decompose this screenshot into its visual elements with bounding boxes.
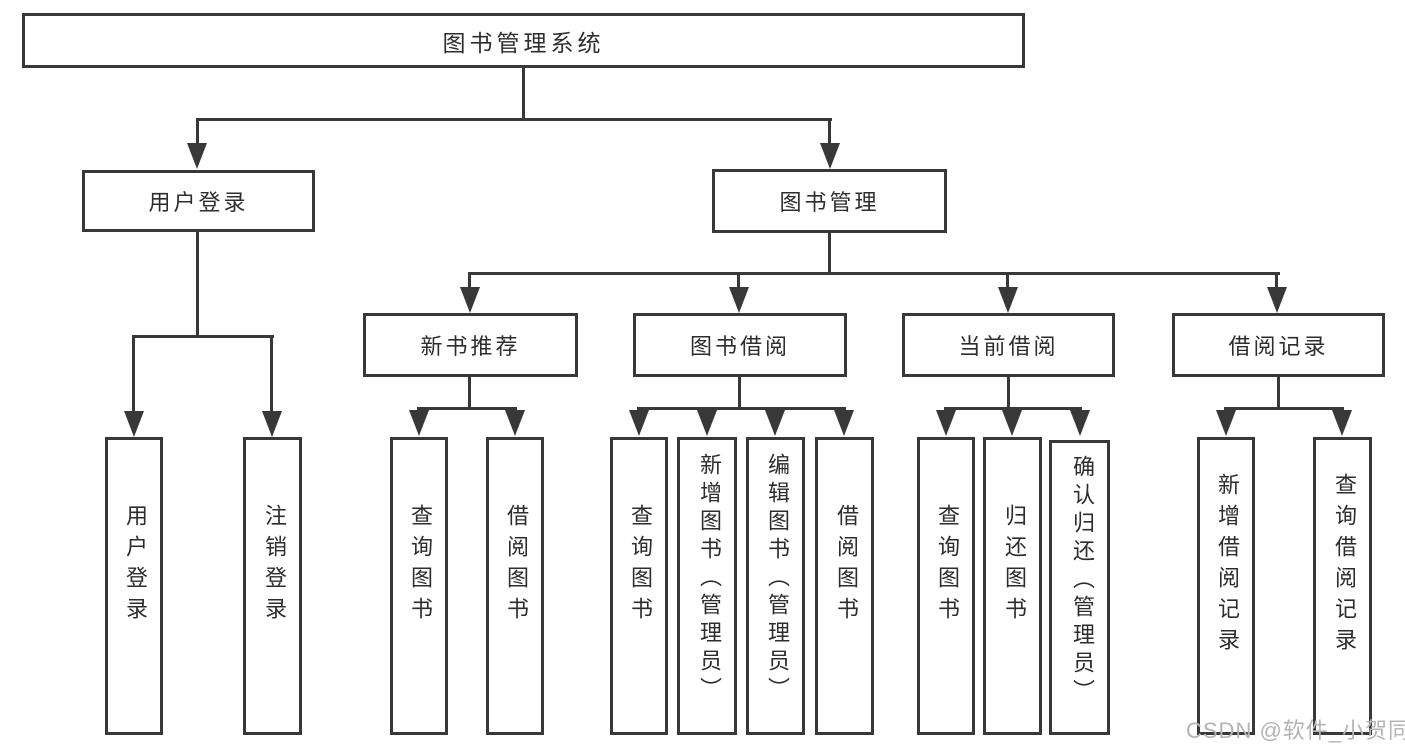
node-user-login: 用户登录 bbox=[82, 170, 315, 232]
node-label: 借阅记录 bbox=[1228, 334, 1329, 359]
arrowhead bbox=[409, 410, 429, 436]
arrowhead bbox=[505, 410, 525, 436]
edge-to-book-management bbox=[828, 121, 831, 143]
edge-root-rail bbox=[196, 118, 832, 121]
edge-current-borrowing-rail bbox=[944, 407, 1082, 410]
node-book-management: 图书管理 bbox=[712, 169, 947, 233]
node-book-borrowing: 图书借阅 bbox=[633, 313, 847, 377]
node-label: 图书管理 bbox=[779, 190, 880, 215]
edge-to-book-borrowing bbox=[737, 275, 740, 287]
node-add-borrow-record: 新增借阅记录 bbox=[1197, 437, 1255, 735]
arrowhead bbox=[1267, 287, 1287, 313]
edge-user-login-rail bbox=[132, 335, 274, 338]
edge-new-book-rail bbox=[417, 407, 517, 410]
edge-book-borrowing-stem bbox=[738, 377, 741, 407]
edge-to-new-book-recommendation bbox=[468, 275, 471, 287]
node-confirm-return-admin: 确认归还（管理员） bbox=[1049, 440, 1110, 735]
arrowhead bbox=[1002, 410, 1022, 436]
edge-book-management-stem bbox=[828, 233, 831, 272]
node-borrowing-records: 借阅记录 bbox=[1172, 313, 1385, 377]
node-label: 当前借阅 bbox=[958, 334, 1059, 359]
watermark: CSDN @软件_小贺同学 bbox=[1186, 718, 1405, 743]
node-return-books: 归还图书 bbox=[983, 437, 1042, 735]
arrowhead bbox=[187, 143, 207, 169]
node-label: 用户登录 bbox=[148, 190, 249, 215]
edge-book-management-rail bbox=[468, 272, 1280, 275]
node-add-book-admin: 新增图书（管理员） bbox=[677, 437, 737, 735]
node-label: 新书推荐 bbox=[420, 334, 521, 359]
node-label: 图书借阅 bbox=[689, 334, 790, 359]
node-query-books-recommend: 查询图书 bbox=[390, 437, 448, 735]
arrowhead bbox=[729, 287, 749, 313]
edge-to-current-borrowing bbox=[1006, 275, 1009, 287]
edge-current-borrowing-stem bbox=[1007, 377, 1010, 407]
edge-to-logout-leaf bbox=[270, 338, 273, 411]
edge-user-login-stem bbox=[196, 232, 199, 335]
arrowhead bbox=[1216, 410, 1236, 436]
node-new-book-recommendation: 新书推荐 bbox=[363, 313, 578, 377]
node-query-borrow-record: 查询借阅记录 bbox=[1313, 437, 1372, 735]
arrowhead bbox=[629, 410, 649, 436]
edge-to-borrowing-records bbox=[1275, 275, 1278, 287]
edge-book-borrowing-rail bbox=[637, 407, 846, 410]
edge-new-book-stem bbox=[468, 377, 471, 407]
arrowhead bbox=[460, 287, 480, 313]
edge-root-stem bbox=[522, 68, 525, 118]
arrowhead bbox=[1070, 410, 1090, 436]
node-edit-book-admin: 编辑图书（管理员） bbox=[746, 437, 805, 735]
node-query-books-borrowing: 查询图书 bbox=[610, 437, 668, 735]
node-library-management-system: 图书管理系统 bbox=[22, 13, 1025, 68]
node-borrow-books-recommend: 借阅图书 bbox=[486, 437, 544, 735]
arrowhead bbox=[936, 410, 956, 436]
node-label: 图书管理系统 bbox=[442, 29, 605, 56]
node-user-login-leaf: 用户登录 bbox=[105, 437, 163, 735]
edge-to-user-login-leaf bbox=[132, 338, 135, 411]
arrowhead bbox=[820, 143, 840, 169]
node-current-borrowing: 当前借阅 bbox=[902, 313, 1115, 377]
arrowhead bbox=[998, 287, 1018, 313]
arrowhead bbox=[834, 410, 854, 436]
arrowhead bbox=[1332, 410, 1352, 436]
node-logout-leaf: 注销登录 bbox=[243, 437, 302, 735]
node-query-books-current: 查询图书 bbox=[917, 437, 975, 735]
arrowhead bbox=[697, 410, 717, 436]
edge-borrowing-records-stem bbox=[1277, 377, 1280, 407]
node-borrow-books-borrowing: 借阅图书 bbox=[815, 437, 874, 735]
edge-to-user-login bbox=[196, 121, 199, 143]
arrowhead bbox=[262, 411, 282, 437]
arrowhead bbox=[124, 411, 144, 437]
arrowhead bbox=[765, 410, 785, 436]
edge-borrowing-records-rail bbox=[1224, 407, 1344, 410]
